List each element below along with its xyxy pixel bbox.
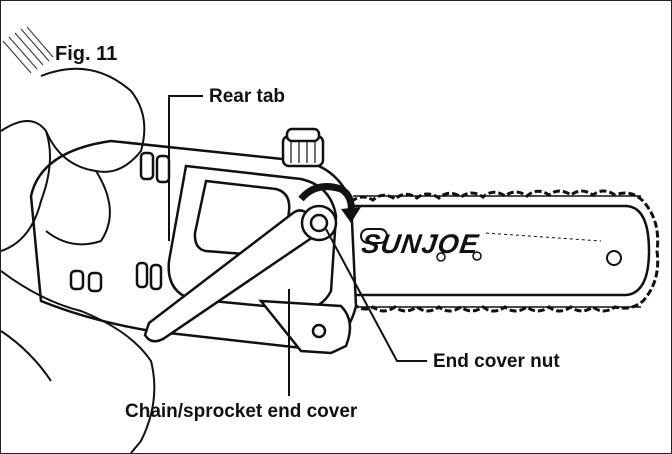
end-cover-label: Chain/sprocket end cover (125, 401, 358, 422)
corner-hatch (2, 26, 54, 74)
brand-logo: SUNJOE (360, 228, 481, 259)
rear-tab-label: Rear tab (209, 86, 286, 107)
leader-end-cover-nut (325, 228, 427, 362)
guide-bar: SUNJOE (344, 189, 660, 313)
wrench (143, 204, 338, 343)
leader-rear-tab (168, 95, 203, 241)
leader-lines (168, 95, 427, 396)
rotation-arrow (298, 183, 361, 223)
hand (1, 67, 156, 453)
end-cover-nut-label: End cover nut (433, 351, 560, 372)
figure-title: Fig. 11 (55, 43, 118, 65)
saw-body (29, 127, 358, 355)
